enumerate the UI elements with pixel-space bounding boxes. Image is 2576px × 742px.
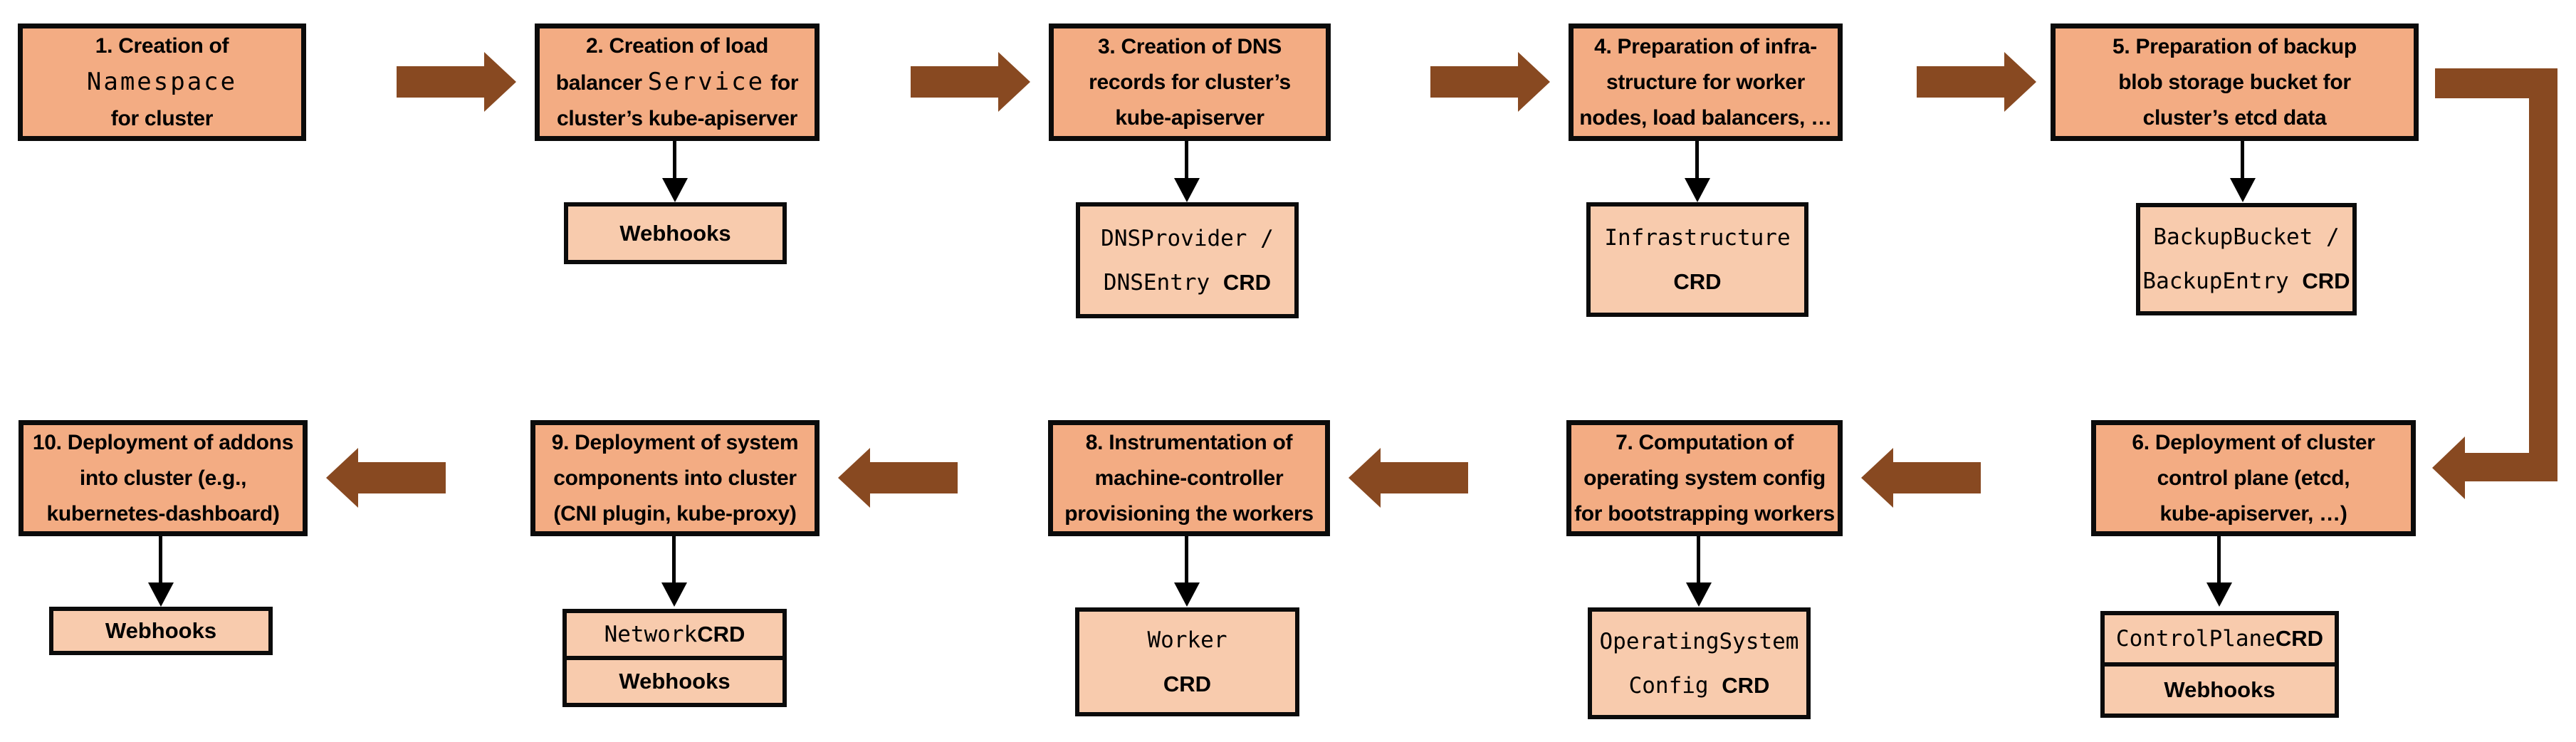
connector-stem [1185,141,1188,179]
connector-arrowhead-icon [662,178,688,202]
arrow-head-right-icon [1518,52,1550,112]
connector-arrowhead-icon [2230,178,2256,202]
step-4-box: 4. Preparation of infra-structure for wo… [1569,23,1843,141]
arrow-shaft [1381,462,1468,493]
connector-stem [1695,141,1699,179]
arrow-head-left-icon [326,448,358,508]
arrow-head-left-icon [2432,437,2465,499]
connector-stem [672,536,676,582]
elbow-bottom-bar [2462,453,2557,481]
connector-stem [159,536,162,582]
connector-arrowhead-icon [1174,582,1200,607]
dnsprovider-dnsentry-crd-box: DNSProvider /DNSEntry CRD [1076,202,1299,318]
connector-stem [2217,536,2221,582]
backupbucket-backupentry-crd-box: BackupBucket /BackupEntry CRD [2136,203,2357,315]
arrow-head-left-icon [1349,448,1381,508]
connector-stem [673,141,676,179]
arrow-shaft [397,66,484,98]
network-crd-box: Network CRD [604,622,745,647]
connector-stem [2241,141,2244,179]
backupbucket-backupentry-crd-label: BackupBucket /BackupEntry CRD [2142,224,2350,294]
connector-arrowhead-icon [1685,178,1710,202]
connector-stem [1697,536,1700,582]
webhooks-box-step-2: Webhooks [564,202,787,264]
connector-arrowhead-icon [1686,582,1712,607]
arrow-head-right-icon [998,52,1030,112]
webhooks-label: Webhooks [619,220,731,246]
arrow-shaft [1893,462,1981,493]
arrow-shaft [870,462,958,493]
connector-arrowhead-icon [2206,582,2232,607]
arrow-head-right-icon [2004,52,2036,112]
arrow-shaft [358,462,446,493]
arrow-head-right-icon [484,52,516,112]
webhooks-box-step-10: Webhooks [49,607,273,655]
webhooks-box-step-6: Webhooks [2105,662,2335,714]
step-4-title: 4. Preparation of infra-structure for wo… [1579,34,1832,130]
elbow-vertical-bar [2529,68,2557,481]
connector-arrowhead-icon [1174,178,1200,202]
step-9-sub-stack: Network CRD Webhooks [562,609,787,707]
arrow-shaft [1917,66,2004,98]
arrow-head-left-icon [1861,448,1893,508]
arrow-head-left-icon [838,448,870,508]
connector-stem [1185,536,1188,582]
arrow-shaft [911,66,998,98]
step-6-sub-stack: ControlPlane CRD Webhooks [2100,611,2339,718]
connector-arrowhead-icon [148,582,174,607]
dnsprovider-dnsentry-crd-label: DNSProvider /DNSEntry CRD [1101,225,1274,296]
webhooks-label: Webhooks [105,618,217,643]
controlplane-crd-box: ControlPlane CRD [2115,626,2324,652]
connector-arrowhead-icon [661,582,687,607]
webhooks-box-step-9: Webhooks [567,656,782,703]
arrow-shaft [1430,66,1518,98]
